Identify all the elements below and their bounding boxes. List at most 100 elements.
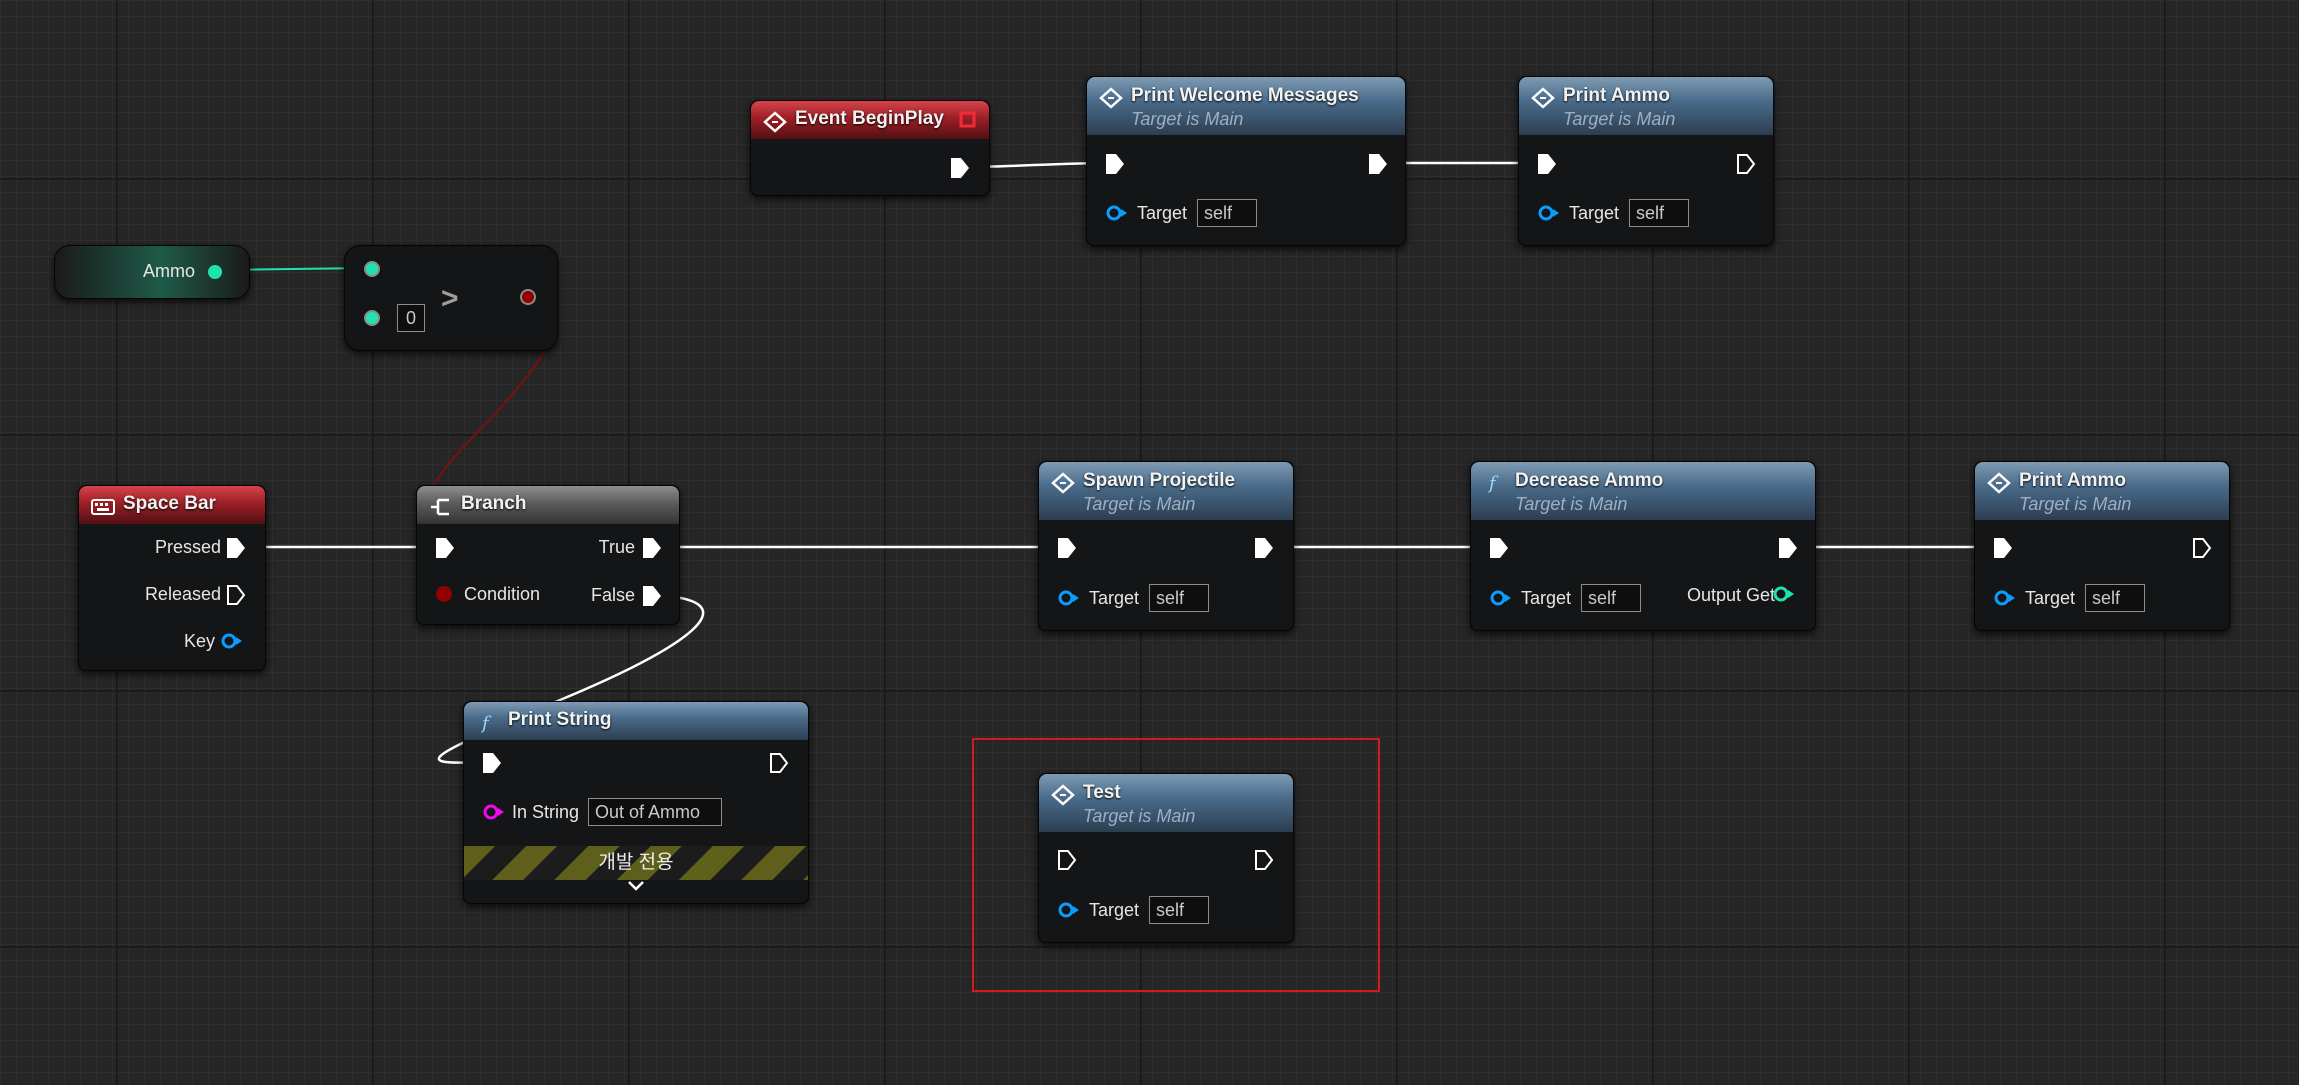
test-target-pin[interactable] [1056, 900, 1082, 920]
event-diamond-icon [1051, 472, 1075, 494]
ammo-variable-node[interactable]: Ammo [54, 245, 250, 299]
print-ammo-bottom-node[interactable]: Print Ammo Target is Main Target self [1974, 461, 2230, 631]
print-ammo-bottom-exec-in-pin[interactable] [1992, 536, 2014, 560]
spawn-projectile-title: Spawn Projectile [1083, 470, 1236, 491]
development-only-stripe [464, 846, 808, 880]
space-bar-event-node[interactable]: Space Bar Pressed Released Key [78, 485, 266, 671]
print-ammo-top-title: Print Ammo [1563, 85, 1670, 106]
decrease-ammo-exec-out-pin[interactable] [1777, 536, 1799, 560]
branch-true-label: True [598, 537, 635, 557]
ammo-output-pin[interactable] [205, 262, 225, 282]
print-welcome-target-pin[interactable] [1104, 203, 1130, 223]
space-bar-key-label: Key [183, 631, 215, 651]
event-beginplay-header: Event BeginPlay [751, 101, 989, 139]
branch-header: Branch [417, 486, 679, 524]
print-ammo-top-exec-out-pin[interactable] [1735, 152, 1757, 176]
event-diamond-icon [1987, 472, 2011, 494]
compare-input-b-pin[interactable] [362, 308, 382, 328]
print-ammo-top-node[interactable]: Print Ammo Target is Main Target self [1518, 76, 1774, 246]
keyboard-icon [91, 499, 115, 515]
compare-input-a-pin[interactable] [362, 259, 382, 279]
branch-condition-pin[interactable] [434, 584, 454, 604]
spawn-projectile-target-pin[interactable] [1056, 588, 1082, 608]
print-ammo-top-subtitle: Target is Main [1563, 109, 1676, 129]
decrease-ammo-output-pin[interactable] [1771, 584, 1797, 604]
ammo-variable-label: Ammo [142, 261, 195, 281]
decrease-ammo-target-pin[interactable] [1488, 588, 1514, 608]
space-bar-key-pin[interactable] [219, 631, 245, 651]
test-subtitle: Target is Main [1083, 806, 1196, 826]
print-welcome-target-value[interactable]: self [1197, 199, 1257, 227]
compare-output-pin[interactable] [518, 287, 538, 307]
decrease-ammo-exec-in-pin[interactable] [1488, 536, 1510, 560]
print-string-node[interactable]: f Print String In String Out of Ammo 개발 … [463, 701, 809, 904]
test-target-label: Target [1089, 900, 1140, 920]
function-icon: f [1487, 473, 1499, 494]
print-welcome-target-label: Target [1137, 203, 1188, 223]
print-ammo-bottom-target-label: Target [2025, 588, 2076, 608]
space-bar-pressed-pin[interactable] [225, 536, 247, 560]
event-delegate-pin[interactable] [959, 111, 977, 129]
branch-title: Branch [461, 493, 527, 514]
print-ammo-bottom-exec-out-pin[interactable] [2191, 536, 2213, 560]
test-target-value[interactable]: self [1149, 896, 1209, 924]
spawn-projectile-node[interactable]: Spawn Projectile Target is Main Target s… [1038, 461, 1294, 631]
spawn-projectile-header: Spawn Projectile Target is Main [1039, 462, 1293, 520]
print-welcome-title: Print Welcome Messages [1131, 85, 1359, 106]
event-beginplay-title: Event BeginPlay [795, 108, 944, 129]
print-welcome-subtitle: Target is Main [1131, 109, 1244, 129]
print-welcome-exec-out-pin[interactable] [1367, 152, 1389, 176]
print-string-in-string-value[interactable]: Out of Ammo [588, 798, 722, 826]
decrease-ammo-output-label: Output Get [1686, 585, 1775, 605]
event-diamond-icon [1099, 87, 1123, 109]
space-bar-released-pin[interactable] [225, 583, 247, 607]
decrease-ammo-target-label: Target [1521, 588, 1572, 608]
test-exec-out-pin[interactable] [1253, 848, 1275, 872]
print-ammo-bottom-target-value[interactable]: self [2085, 584, 2145, 612]
print-string-header: f Print String [464, 702, 808, 740]
space-bar-header: Space Bar [79, 486, 265, 524]
space-bar-title: Space Bar [123, 493, 216, 514]
print-ammo-top-target-pin[interactable] [1536, 203, 1562, 223]
print-welcome-messages-node[interactable]: Print Welcome Messages Target is Main Ta… [1086, 76, 1406, 246]
beginplay-exec-out-pin[interactable] [949, 156, 971, 180]
branch-node[interactable]: Branch True Condition False [416, 485, 680, 625]
test-exec-in-pin[interactable] [1056, 848, 1078, 872]
event-diamond-icon [1531, 87, 1555, 109]
greater-than-node[interactable]: 0 > [344, 245, 558, 351]
branch-icon [431, 498, 449, 516]
decrease-ammo-node[interactable]: f Decrease Ammo Target is Main Target se… [1470, 461, 1816, 631]
event-beginplay-node[interactable]: Event BeginPlay [750, 100, 990, 196]
print-ammo-bottom-subtitle: Target is Main [2019, 494, 2132, 514]
print-ammo-bottom-title: Print Ammo [2019, 470, 2126, 491]
print-ammo-top-header: Print Ammo Target is Main [1519, 77, 1773, 135]
spawn-projectile-subtitle: Target is Main [1083, 494, 1196, 514]
branch-false-pin[interactable] [641, 584, 663, 608]
branch-exec-in-pin[interactable] [434, 536, 456, 560]
print-string-exec-out-pin[interactable] [768, 751, 790, 775]
print-welcome-exec-in-pin[interactable] [1104, 152, 1126, 176]
svg-text:f: f [480, 713, 492, 734]
function-icon: f [480, 713, 492, 734]
spawn-projectile-exec-in-pin[interactable] [1056, 536, 1078, 560]
spawn-projectile-exec-out-pin[interactable] [1253, 536, 1275, 560]
test-node[interactable]: Test Target is Main Target self [1038, 773, 1294, 943]
expand-chevron-icon[interactable] [625, 878, 647, 894]
print-ammo-top-target-value[interactable]: self [1629, 199, 1689, 227]
print-ammo-bottom-header: Print Ammo Target is Main [1975, 462, 2229, 520]
print-ammo-top-exec-in-pin[interactable] [1536, 152, 1558, 176]
development-only-label: 개발 전용 [598, 852, 674, 873]
print-welcome-header: Print Welcome Messages Target is Main [1087, 77, 1405, 135]
print-string-in-string-label: In String [512, 802, 580, 822]
print-string-in-string-pin[interactable] [481, 802, 507, 822]
spawn-projectile-target-label: Target [1089, 588, 1140, 608]
branch-condition-label: Condition [464, 584, 541, 604]
branch-false-label: False [590, 585, 635, 605]
print-string-exec-in-pin[interactable] [481, 751, 503, 775]
print-ammo-bottom-target-pin[interactable] [1992, 588, 2018, 608]
compare-default-value[interactable]: 0 [397, 304, 425, 332]
spawn-projectile-target-value[interactable]: self [1149, 584, 1209, 612]
decrease-ammo-target-value[interactable]: self [1581, 584, 1641, 612]
branch-true-pin[interactable] [641, 536, 663, 560]
